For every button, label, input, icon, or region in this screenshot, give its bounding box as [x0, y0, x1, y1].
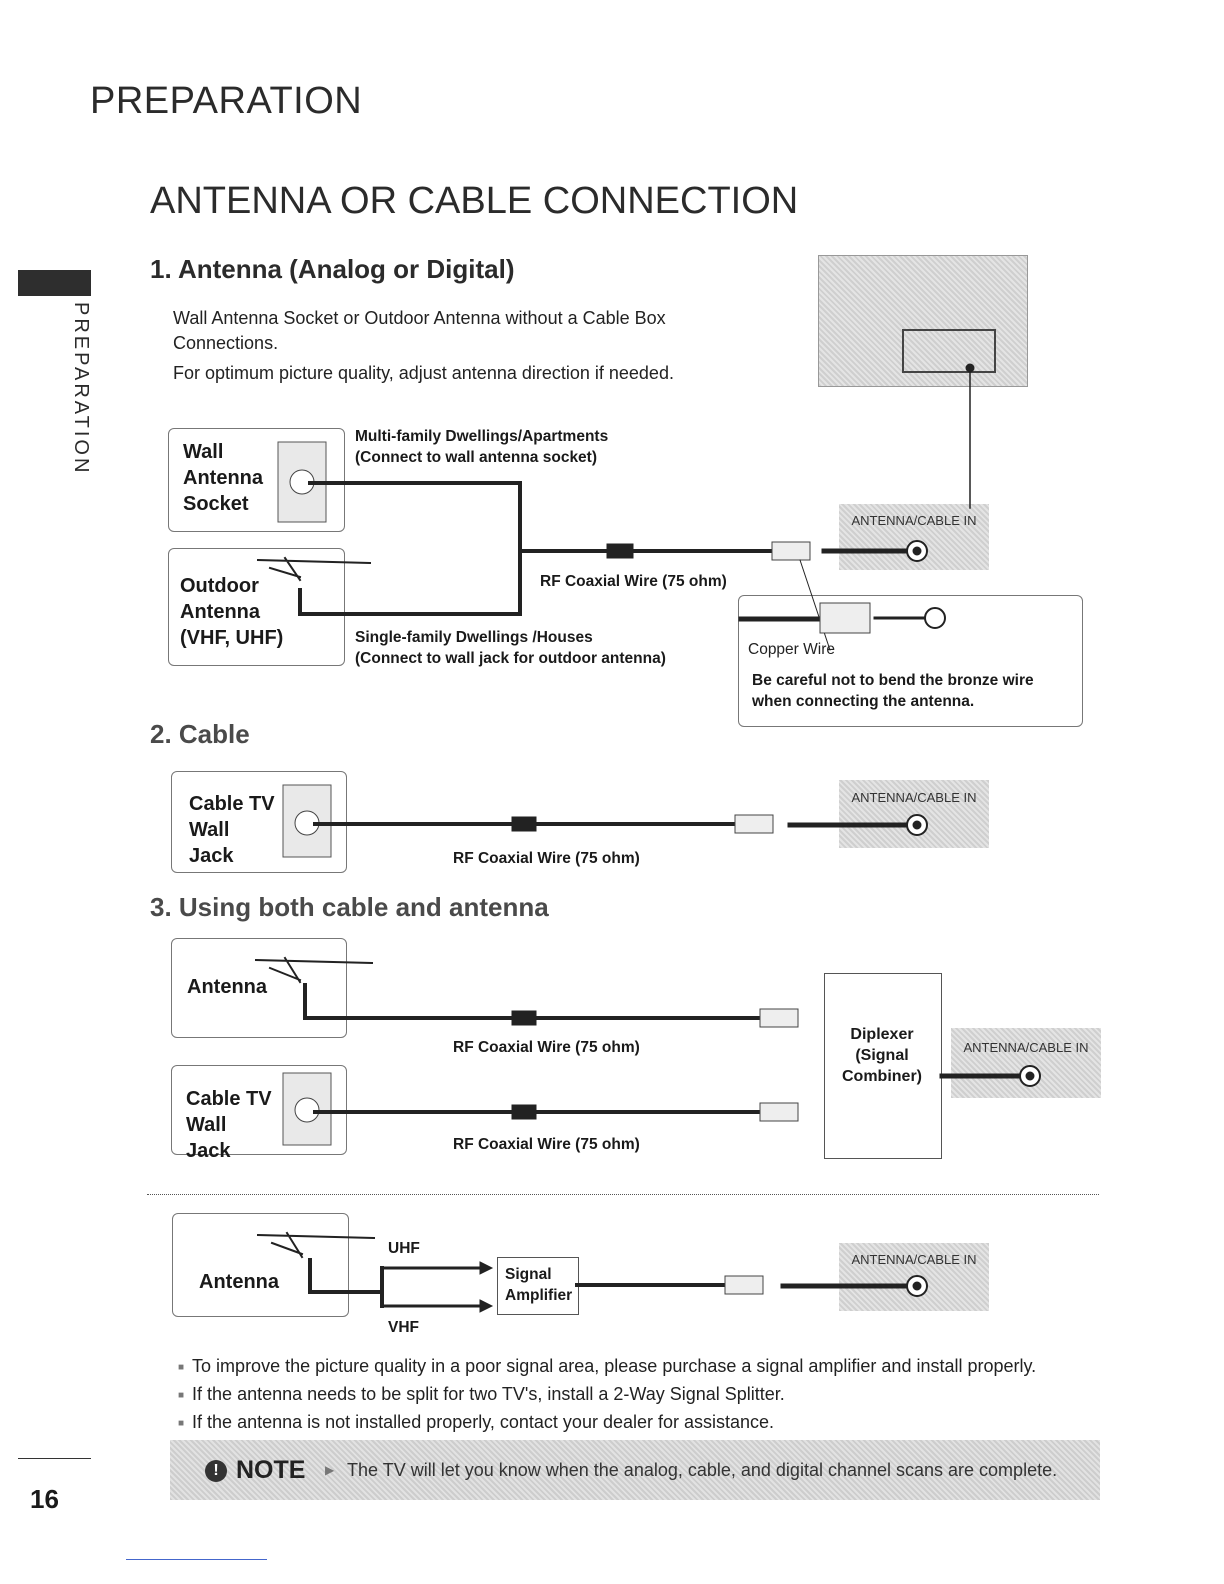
- section2-antenna-panel: [839, 780, 989, 848]
- note-label: NOTE: [236, 1456, 306, 1484]
- page-number: 16: [30, 1484, 59, 1514]
- copper-wire-note: Be careful not to bend the bronze wire w…: [752, 672, 1034, 710]
- tips-list: To improve the picture quality in a poor…: [178, 1353, 1036, 1437]
- bottom-rule: [126, 1559, 267, 1560]
- note-alert-icon: !: [205, 1460, 227, 1482]
- rf-connector-icon: [771, 541, 811, 561]
- wall-antenna-socket-label: Wall Antenna Socket: [183, 441, 263, 515]
- section2-heading: 2. Cable: [150, 719, 250, 749]
- tv-back-image: [818, 255, 1028, 387]
- signal-amplifier-label: Signal Amplifier: [505, 1266, 573, 1304]
- wire-ferrite-icon: [606, 543, 634, 559]
- note-text: The TV will let you know when the analog…: [347, 1460, 1058, 1480]
- outdoor-antenna-box: [168, 548, 345, 666]
- multi-family-caption-2: (Connect to wall antenna socket): [355, 449, 598, 466]
- copper-detail-jack-icon: [924, 607, 946, 629]
- copper-wire-label: Copper Wire: [748, 641, 835, 658]
- copper-detail-connector-icon: [819, 602, 871, 634]
- tip-item: If the antenna needs to be split for two…: [178, 1381, 1036, 1409]
- section3-antenna-label: Antenna: [187, 976, 267, 998]
- section3-wire-caption-1: RF Coaxial Wire (75 ohm): [453, 1039, 640, 1056]
- single-family-caption-1: Single-family Dwellings /Houses: [355, 629, 593, 646]
- section3-wire-caption-2: RF Coaxial Wire (75 ohm): [453, 1136, 640, 1153]
- tip-item: If the antenna is not installed properly…: [178, 1409, 1036, 1437]
- section3-antenna-box: [171, 938, 347, 1038]
- tv-terminal-highlight: [902, 329, 996, 373]
- section4-panel-label: ANTENNA/CABLE IN: [851, 1252, 977, 1267]
- diplexer-label: Diplexer (Signal Combiner): [842, 1026, 922, 1085]
- page-number-rule: [18, 1458, 91, 1459]
- copper-callout-line: [799, 559, 831, 651]
- section3-panel-label: ANTENNA/CABLE IN: [963, 1040, 1089, 1055]
- single-family-caption-2: (Connect to wall jack for outdoor antenn…: [355, 650, 666, 667]
- section3-antenna-panel: [951, 1028, 1101, 1098]
- vhf-label: VHF: [388, 1319, 419, 1336]
- section3-antenna-icon: [254, 956, 374, 984]
- section1-heading: 1. Antenna (Analog or Digital): [150, 254, 515, 284]
- section-divider: [147, 1194, 1099, 1195]
- page-header: PREPARATION: [90, 80, 363, 122]
- outdoor-antenna-icon: [256, 556, 372, 582]
- section1-panel-label: ANTENNA/CABLE IN: [851, 513, 977, 528]
- section2-connector-icon: [734, 814, 774, 834]
- page-title: ANTENNA OR CABLE CONNECTION: [150, 180, 799, 222]
- section4-antenna-box: [172, 1213, 349, 1317]
- section3-cable-jack-label: Cable TV Wall Jack: [186, 1088, 272, 1162]
- diplexer-box: [824, 973, 942, 1159]
- outdoor-antenna-label: Outdoor Antenna (VHF, UHF): [180, 575, 284, 649]
- cable-wall-jack-label: Cable TV Wall Jack: [189, 793, 275, 867]
- section4-antenna-label: Antenna: [199, 1271, 279, 1293]
- uhf-label: UHF: [388, 1240, 420, 1257]
- section1-para2: For optimum picture quality, adjust ante…: [173, 363, 674, 383]
- section3-antenna-wire: [303, 983, 762, 1020]
- section4-antenna-icon: [256, 1231, 376, 1259]
- section1-wire-caption: RF Coaxial Wire (75 ohm): [540, 573, 727, 590]
- note-arrow-icon: ▶: [325, 1463, 335, 1477]
- tip-item: To improve the picture quality in a poor…: [178, 1353, 1036, 1381]
- section2-panel-label: ANTENNA/CABLE IN: [851, 790, 977, 805]
- side-tab-block: [18, 270, 91, 296]
- section3-heading: 3. Using both cable and antenna: [150, 892, 549, 922]
- outdoor-antenna-wire: [298, 549, 522, 616]
- side-tab-label: PREPARATION: [70, 302, 92, 476]
- section1-para1: Wall Antenna Socket or Outdoor Antenna w…: [173, 308, 666, 353]
- wall-socket-wire: [308, 481, 772, 553]
- note-banner: [170, 1440, 1100, 1500]
- section2-wire-caption: RF Coaxial Wire (75 ohm): [453, 850, 640, 867]
- multi-family-caption-1: Multi-family Dwellings/Apartments: [355, 428, 609, 445]
